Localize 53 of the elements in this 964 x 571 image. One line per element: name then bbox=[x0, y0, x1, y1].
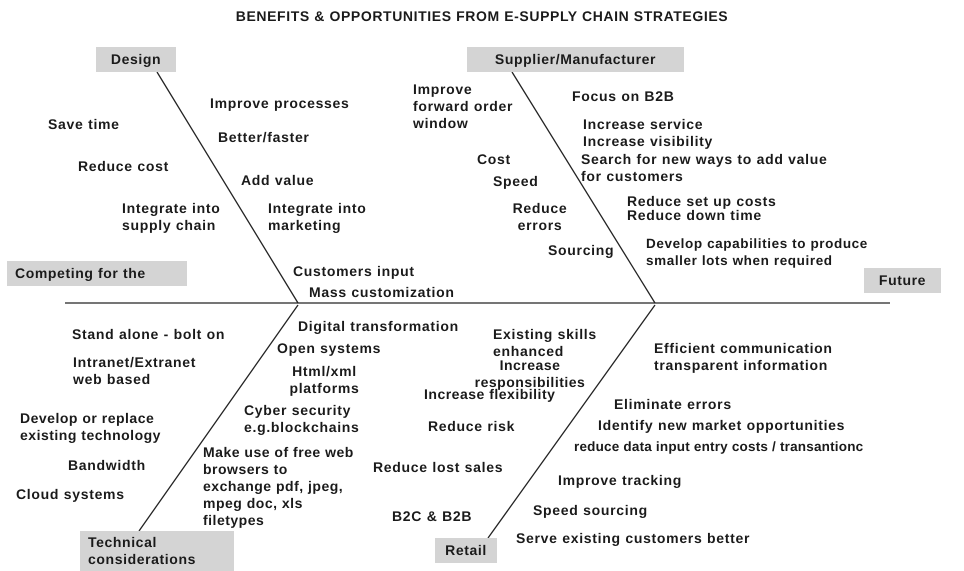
benefit-text: Add value bbox=[241, 172, 314, 189]
benefit-text: Identify new market opportunities bbox=[598, 417, 846, 434]
diagram-title: BENEFITS & OPPORTUNITIES FROM E-SUPPLY CHAIN STRATEGIES bbox=[234, 8, 730, 24]
benefit-text: Improve processes bbox=[210, 95, 350, 112]
benefit-text: Reduce set up costs bbox=[627, 193, 776, 210]
benefit-text: Improve forward order window bbox=[413, 81, 514, 132]
benefit-text: Focus on B2B bbox=[572, 88, 675, 105]
benefit-text: Stand alone - bolt on bbox=[72, 326, 226, 343]
benefit-text: Increase responsibilities bbox=[474, 357, 586, 390]
bone-line bbox=[156, 72, 299, 304]
bone-line bbox=[138, 304, 299, 532]
benefit-text: Reduce errors bbox=[512, 200, 568, 234]
benefit-text: Bandwidth bbox=[68, 457, 146, 474]
benefit-text: Integrate into supply chain bbox=[122, 200, 222, 234]
category-box: Design bbox=[96, 47, 176, 72]
benefit-text: Intranet/Extranet web based bbox=[73, 354, 193, 388]
benefit-text: Better/faster bbox=[218, 129, 310, 146]
bone-line bbox=[511, 72, 656, 304]
benefit-text: Develop or replace existing technology bbox=[20, 410, 162, 444]
benefit-text: Speed bbox=[493, 173, 539, 190]
benefit-text: Reduce cost bbox=[78, 158, 169, 175]
benefit-text: Speed sourcing bbox=[533, 502, 648, 519]
benefit-text: Sourcing bbox=[548, 242, 614, 259]
benefit-text: Increase service bbox=[583, 116, 704, 133]
benefit-text: Customers input bbox=[293, 263, 415, 280]
benefit-text: Digital transformation bbox=[298, 318, 459, 335]
benefit-text: Develop capabilities to produce smaller lots when required bbox=[646, 235, 869, 269]
category-box: Competing for the bbox=[7, 261, 187, 286]
category-box: Technical considerations bbox=[80, 531, 234, 571]
benefit-text: Mass customization bbox=[309, 284, 455, 301]
benefit-text: Increase visibility bbox=[583, 133, 714, 150]
benefit-text: Cloud systems bbox=[16, 486, 125, 503]
benefit-text: Make use of free web browsers to exchange pdf, jpeg, mpeg doc, xls filetypes bbox=[203, 444, 355, 529]
benefit-text: Save time bbox=[48, 116, 120, 133]
benefit-text: Eliminate errors bbox=[614, 396, 732, 413]
benefit-text: Cyber security e.g.blockchains bbox=[244, 402, 361, 436]
benefit-text: Integrate into marketing bbox=[268, 200, 368, 234]
category-box: Retail bbox=[435, 538, 497, 563]
benefit-text: Html/xml platforms bbox=[288, 363, 361, 397]
benefit-text: Cost bbox=[477, 151, 511, 168]
category-box: Future bbox=[864, 268, 941, 293]
category-box: Supplier/Manufacturer bbox=[467, 47, 684, 72]
benefit-text: Reduce lost sales bbox=[373, 459, 504, 476]
benefit-text: Existing skills enhanced bbox=[493, 326, 598, 360]
benefit-text: Search for new ways to add value for customers bbox=[581, 151, 828, 185]
bone-line bbox=[487, 304, 656, 538]
benefit-text: Open systems bbox=[277, 340, 382, 357]
benefit-text: Efficient communication transparent information bbox=[654, 340, 834, 374]
benefit-text: Serve existing customers better bbox=[516, 530, 750, 547]
benefit-text: Improve tracking bbox=[558, 472, 682, 489]
benefit-text: Reduce risk bbox=[428, 418, 516, 435]
benefit-text: reduce data input entry costs / transantionc bbox=[574, 438, 864, 455]
benefit-text: B2C & B2B bbox=[392, 508, 472, 525]
